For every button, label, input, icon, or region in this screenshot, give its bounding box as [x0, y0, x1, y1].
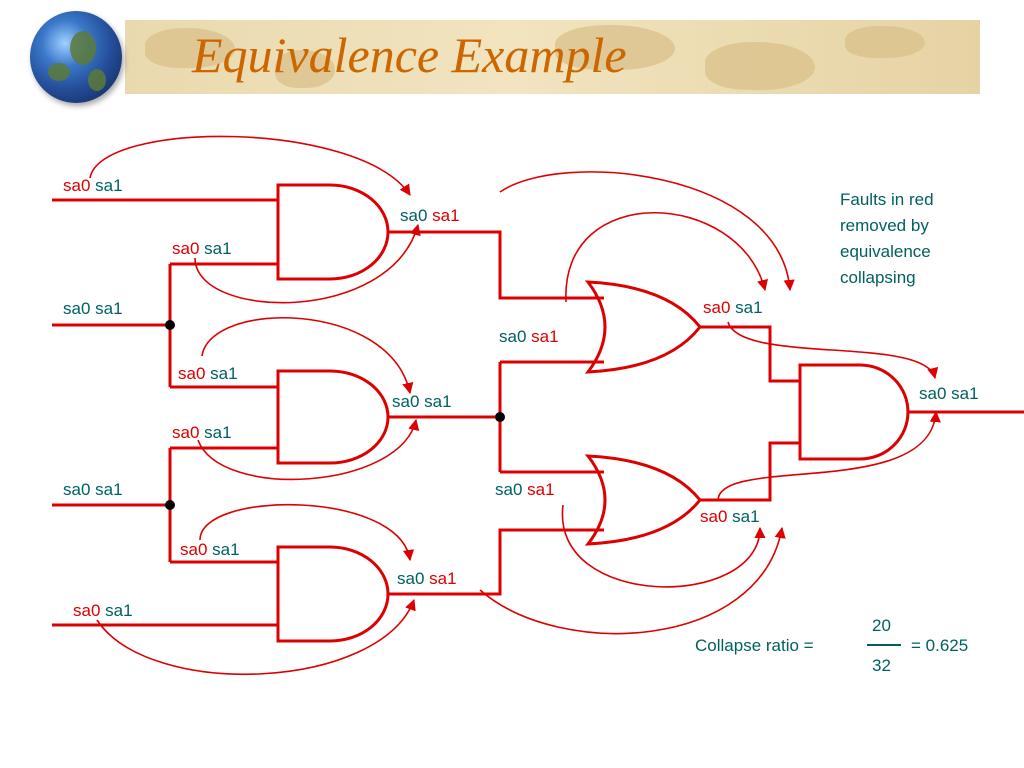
fault-label-g3a: sa0 sa1 [180, 540, 240, 559]
slide-title: Equivalence Example [192, 27, 627, 83]
equiv-arrow [197, 418, 420, 481]
or-gate-2 [584, 454, 702, 546]
map-decoration [705, 42, 815, 90]
map-decoration [275, 50, 335, 88]
map-decoration [845, 26, 925, 58]
globe-icon [30, 11, 122, 103]
equiv-arrow [194, 223, 421, 304]
fanout-dot-3 [495, 412, 505, 422]
collapse-denominator: 32 [872, 656, 891, 675]
collapse-ratio-label: Collapse ratio = [695, 636, 814, 655]
fault-label-g2b: sa0 sa1 [172, 423, 232, 442]
fault-label-in2: sa0 sa1 [63, 299, 123, 318]
equiv-arrow [199, 503, 415, 562]
and-gate-2 [276, 369, 390, 465]
map-decoration [145, 28, 235, 68]
and-gate-final [798, 363, 910, 461]
collapse-numerator: 20 [872, 616, 891, 635]
collapse-result: = 0.625 [911, 636, 969, 655]
wire-or2-out [700, 441, 800, 502]
or-gate-1 [584, 280, 702, 374]
fraction-bar [867, 644, 901, 646]
fanout-dot-2 [165, 500, 175, 510]
equiv-arrow [717, 410, 941, 501]
fault-label-or1b: sa0 sa1 [499, 327, 559, 346]
wire-a1-out [388, 230, 604, 300]
equiv-arrow [96, 598, 416, 675]
equiv-arrow [565, 212, 768, 303]
fault-label-or2a: sa0 sa1 [495, 480, 555, 499]
fanout-dot-1 [165, 320, 175, 330]
equiv-arrow [201, 317, 414, 395]
fault-label-in3: sa0 sa1 [63, 480, 123, 499]
fault-label-in4: sa0 sa1 [73, 601, 133, 620]
fault-label-final: sa0 sa1 [919, 384, 979, 403]
fault-label-a2-out: sa0 sa1 [392, 392, 452, 411]
equiv-arrow [561, 504, 766, 588]
equiv-arrow [727, 321, 939, 380]
fault-label-g1a: sa0 sa1 [172, 239, 232, 258]
equiv-arrow [499, 171, 795, 292]
fault-label-a3-out: sa0 sa1 [397, 569, 457, 588]
equiv-arrow [89, 135, 411, 196]
fault-label-or2-out: sa0 sa1 [700, 507, 760, 526]
fault-label-g2a: sa0 sa1 [178, 364, 238, 383]
and-gate-3 [276, 545, 390, 643]
wire-a3-out [388, 528, 604, 596]
equiv-arrow [479, 526, 786, 635]
fault-label-a1-out: sa0 sa1 [400, 206, 460, 225]
title-band [125, 20, 980, 94]
fault-label-or1-out: sa0 sa1 [703, 298, 763, 317]
map-decoration [555, 25, 675, 70]
wire-or1-out [700, 325, 800, 383]
and-gate-1 [276, 183, 390, 281]
legend-note: Faults in red removed by equivalence col… [840, 190, 934, 287]
fault-label-in1: sa0 sa1 [63, 176, 123, 195]
